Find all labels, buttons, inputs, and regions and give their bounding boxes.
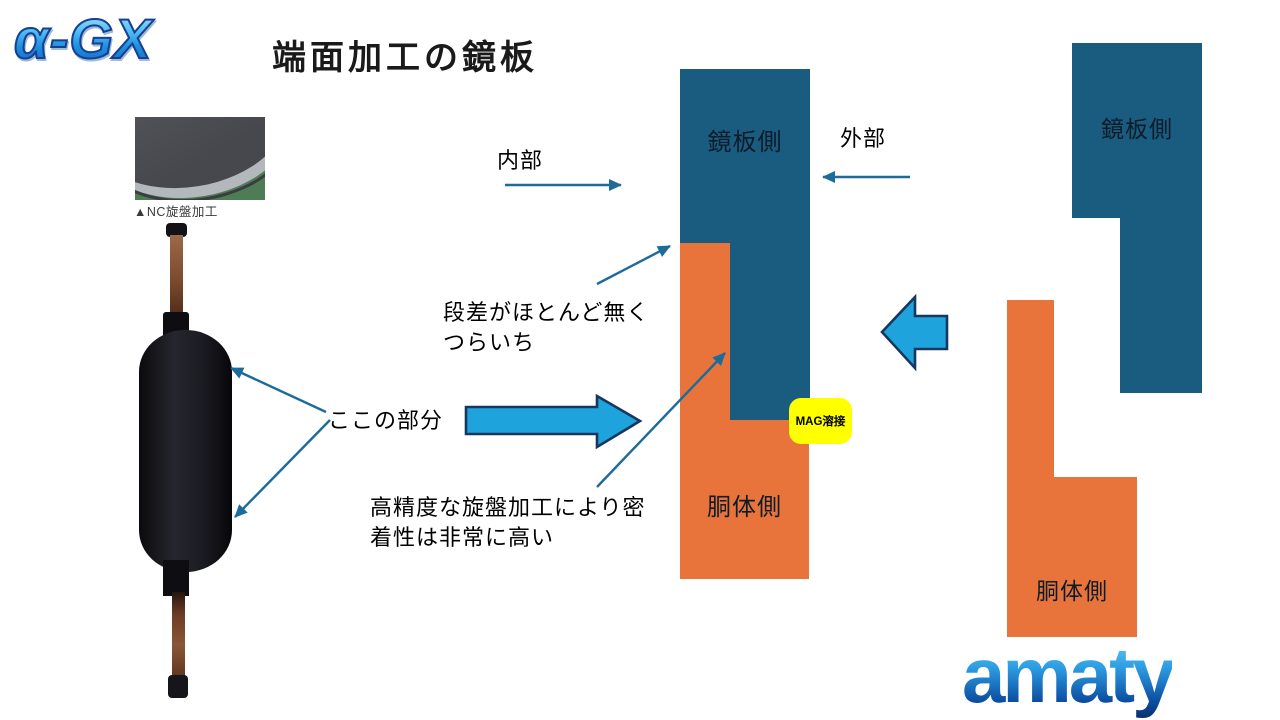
note-precision: 高精度な旋盤加工により密 着性は非常に高い bbox=[370, 495, 646, 550]
assembled-head-plate-label: 鏡板側 bbox=[707, 129, 783, 156]
label-outer: 外部 bbox=[840, 126, 887, 151]
note-this-part: ここの部分 bbox=[328, 408, 444, 433]
exploded-shell-label: 胴体側 bbox=[1036, 578, 1108, 604]
part-bottom-tube bbox=[172, 592, 185, 680]
nc-photo-caption: ▲NC旋盤加工 bbox=[134, 205, 218, 219]
exploded-head-plate-label: 鏡板側 bbox=[1101, 116, 1173, 142]
disc-groove bbox=[135, 117, 265, 200]
flush-step-pointer-arrow bbox=[596, 244, 671, 286]
page-title: 端面加工の鏡板 bbox=[272, 39, 538, 77]
exploded-shell-base bbox=[1007, 477, 1137, 637]
accumulator-photo bbox=[130, 220, 305, 700]
part-body bbox=[139, 330, 232, 572]
big-right-block-arrow bbox=[464, 393, 643, 450]
part-bottom-neck bbox=[163, 560, 189, 596]
mag-weld-badge: MAG溶接 bbox=[789, 398, 852, 444]
product-logo: α-GX bbox=[13, 6, 153, 71]
exploded-head-plate-narrow bbox=[1120, 218, 1202, 393]
note-flush-step: 段差がほとんど無く つらいち bbox=[443, 300, 650, 355]
nc-lathe-photo bbox=[135, 117, 265, 200]
company-logo: amaty bbox=[962, 631, 1175, 719]
big-left-block-arrow bbox=[880, 293, 949, 372]
part-top-tube bbox=[170, 235, 183, 337]
exploded-head-plate-wide bbox=[1072, 43, 1202, 218]
part-top-cap bbox=[166, 223, 187, 237]
assembled-shell-label: 胴体側 bbox=[707, 494, 782, 521]
label-inner: 内部 bbox=[497, 148, 544, 173]
part-bottom-cap bbox=[168, 675, 188, 698]
